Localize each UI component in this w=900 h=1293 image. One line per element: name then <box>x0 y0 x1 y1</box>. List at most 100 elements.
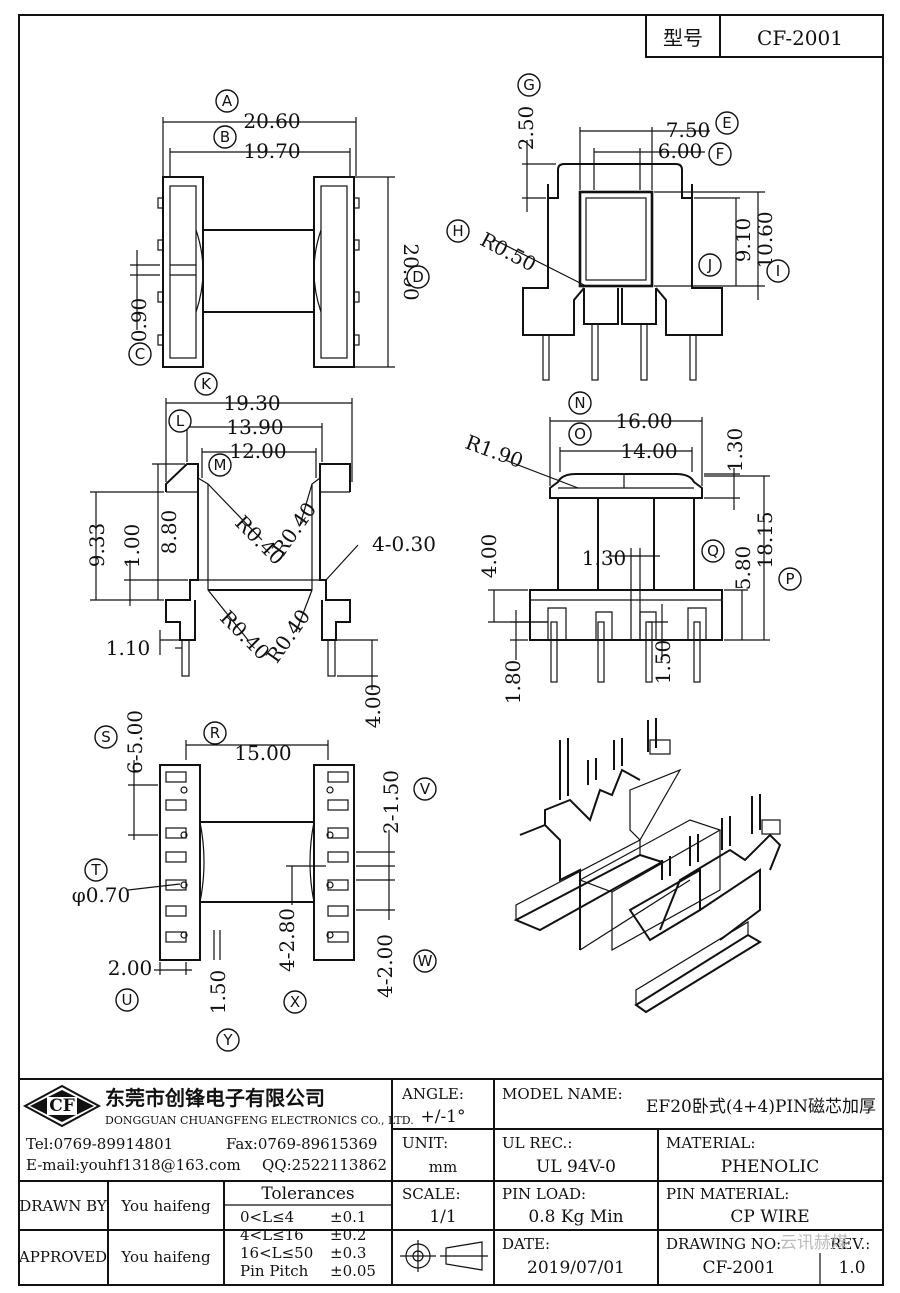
company-qq: QQ:2522113862 <box>262 1156 387 1174</box>
dim-a: 20.60 <box>243 109 300 133</box>
dim-t: φ0.70 <box>72 883 131 907</box>
dim-slot: 4-0.30 <box>372 532 436 556</box>
drawn-label: DRAWN BY <box>19 1197 108 1215</box>
view-front: 16.00 14.00 R1.90 1.30 1.30 4.00 5.80 18… <box>462 391 802 705</box>
dim-c: 0.90 <box>127 298 151 343</box>
model-name-value: EF20卧式(4+4)PIN磁芯加厚 <box>646 1097 876 1117</box>
label-l: L <box>176 412 185 430</box>
watermark: 云讯赫煤 <box>780 1233 848 1253</box>
sheet-border <box>18 14 884 1286</box>
dim-k: 19.30 <box>223 391 280 415</box>
tol-range-3: 16<L≤50 <box>240 1244 313 1262</box>
tol-value-4: ±0.05 <box>330 1262 376 1280</box>
dim-933: 9.33 <box>85 523 109 568</box>
dim-p: 18.15 <box>753 511 777 568</box>
dim-i: 10.60 <box>753 211 777 268</box>
model-header: 型号 CF-2001 <box>645 14 884 58</box>
date-label: DATE: <box>502 1235 550 1253</box>
dim-s: 6-5.00 <box>123 710 147 774</box>
label-k: K <box>201 375 212 393</box>
dim-110: 1.10 <box>106 636 151 660</box>
label-a: A <box>222 92 233 110</box>
tol-range-1: 0<L≤4 <box>240 1208 294 1226</box>
label-n: N <box>574 394 585 412</box>
company-fax: Fax:0769-89615369 <box>226 1135 377 1153</box>
rev-label: REV.: <box>830 1235 870 1253</box>
date-value: 2019/07/01 <box>527 1258 625 1278</box>
label-x: X <box>290 993 300 1011</box>
pin-material-value: CP WIRE <box>730 1207 809 1227</box>
dim-400-side: 4.00 <box>361 684 385 729</box>
angle-value: +/-1° <box>420 1107 465 1127</box>
dim-400-front: 4.00 <box>477 534 501 579</box>
label-e: E <box>722 114 731 132</box>
label-q: Q <box>707 542 719 560</box>
dim-r040-d: R0.40 <box>261 605 315 668</box>
dim-180: 1.80 <box>501 660 525 705</box>
ul-label: UL REC.: <box>502 1134 572 1152</box>
unit-value: mm <box>429 1158 457 1176</box>
material-value: PHENOLIC <box>721 1157 820 1177</box>
angle-label: ANGLE: <box>401 1085 464 1103</box>
label-h: H <box>452 222 463 240</box>
drawn-value: You haifeng <box>120 1197 211 1215</box>
company-tel: Tel:0769-89914801 <box>26 1135 173 1153</box>
scale-label: SCALE: <box>402 1185 461 1203</box>
dim-w: 4-2.00 <box>373 934 397 998</box>
dim-u: 2.00 <box>108 956 153 980</box>
logo-text: CF <box>49 1096 75 1116</box>
dim-j: 9.10 <box>731 218 755 263</box>
company-name-cn: 东莞市创锋电子有限公司 <box>105 1086 325 1110</box>
material-label: MATERIAL: <box>666 1134 755 1152</box>
tol-value-2: ±0.2 <box>330 1226 366 1244</box>
dim-n: 16.00 <box>615 409 672 433</box>
dim-v: 2-1.50 <box>379 770 403 834</box>
label-r: R <box>210 724 220 742</box>
view-bottom: 15.00 6-5.00 2-1.50 φ0.70 2.00 1.50 4-2.… <box>72 710 437 1052</box>
approved-label: APPROVED <box>18 1248 107 1266</box>
dim-r040-b: R0.40 <box>267 498 321 561</box>
model-label: 型号 <box>663 26 703 50</box>
view-side: 19.30 13.90 12.00 9.33 8.80 1.00 R0.40 R… <box>85 372 436 729</box>
dim-r: 15.00 <box>234 741 291 765</box>
tol-value-1: ±0.1 <box>330 1208 366 1226</box>
dim-100: 1.00 <box>120 524 144 569</box>
model-value: CF-2001 <box>757 26 843 50</box>
company-name-en: DONGGUAN CHUANGFENG ELECTRONICS CO., LTD… <box>105 1114 414 1127</box>
label-c: C <box>135 345 145 363</box>
dim-l: 13.90 <box>226 415 283 439</box>
label-v: V <box>420 780 431 798</box>
drawing-no-value: CF-2001 <box>702 1258 775 1278</box>
label-b: B <box>220 128 230 146</box>
dim-r190: R1.90 <box>462 430 526 473</box>
dim-b: 19.70 <box>243 139 300 163</box>
label-w: W <box>418 952 433 970</box>
dim-h: R0.50 <box>476 227 540 276</box>
company-logo: CF <box>22 1084 102 1128</box>
pin-load-value: 0.8 Kg Min <box>528 1207 623 1227</box>
tol-value-3: ±0.3 <box>330 1244 366 1262</box>
label-m: M <box>214 456 227 474</box>
view-isometric <box>513 718 782 1014</box>
tolerances-title: Tolerances <box>261 1184 354 1204</box>
dim-150-front: 1.50 <box>651 640 675 685</box>
label-g: G <box>523 76 535 94</box>
view-end: 7.50 6.00 2.50 R0.50 9.10 10.60 G E F H … <box>446 73 790 381</box>
label-y: Y <box>222 1031 233 1049</box>
dim-f: 6.00 <box>658 139 703 163</box>
projection-symbol-icon <box>400 1240 488 1272</box>
unit-label: UNIT: <box>402 1134 448 1152</box>
label-s: S <box>101 728 111 746</box>
scale-value: 1/1 <box>429 1207 456 1227</box>
dim-q: 5.80 <box>731 546 755 591</box>
rev-value: 1.0 <box>838 1258 865 1278</box>
view-top: 20.60 19.70 20.00 0.90 A B C D <box>127 89 430 368</box>
dim-o: 14.00 <box>620 439 677 463</box>
label-p: P <box>785 570 794 588</box>
label-i: I <box>776 262 780 280</box>
dim-880: 8.80 <box>157 510 181 555</box>
dim-130-center: 1.30 <box>582 546 627 570</box>
title-block: CF 东莞市创锋电子有限公司 DONGGUAN CHUANGFENG ELECT… <box>18 1078 883 1285</box>
label-f: F <box>716 145 725 163</box>
